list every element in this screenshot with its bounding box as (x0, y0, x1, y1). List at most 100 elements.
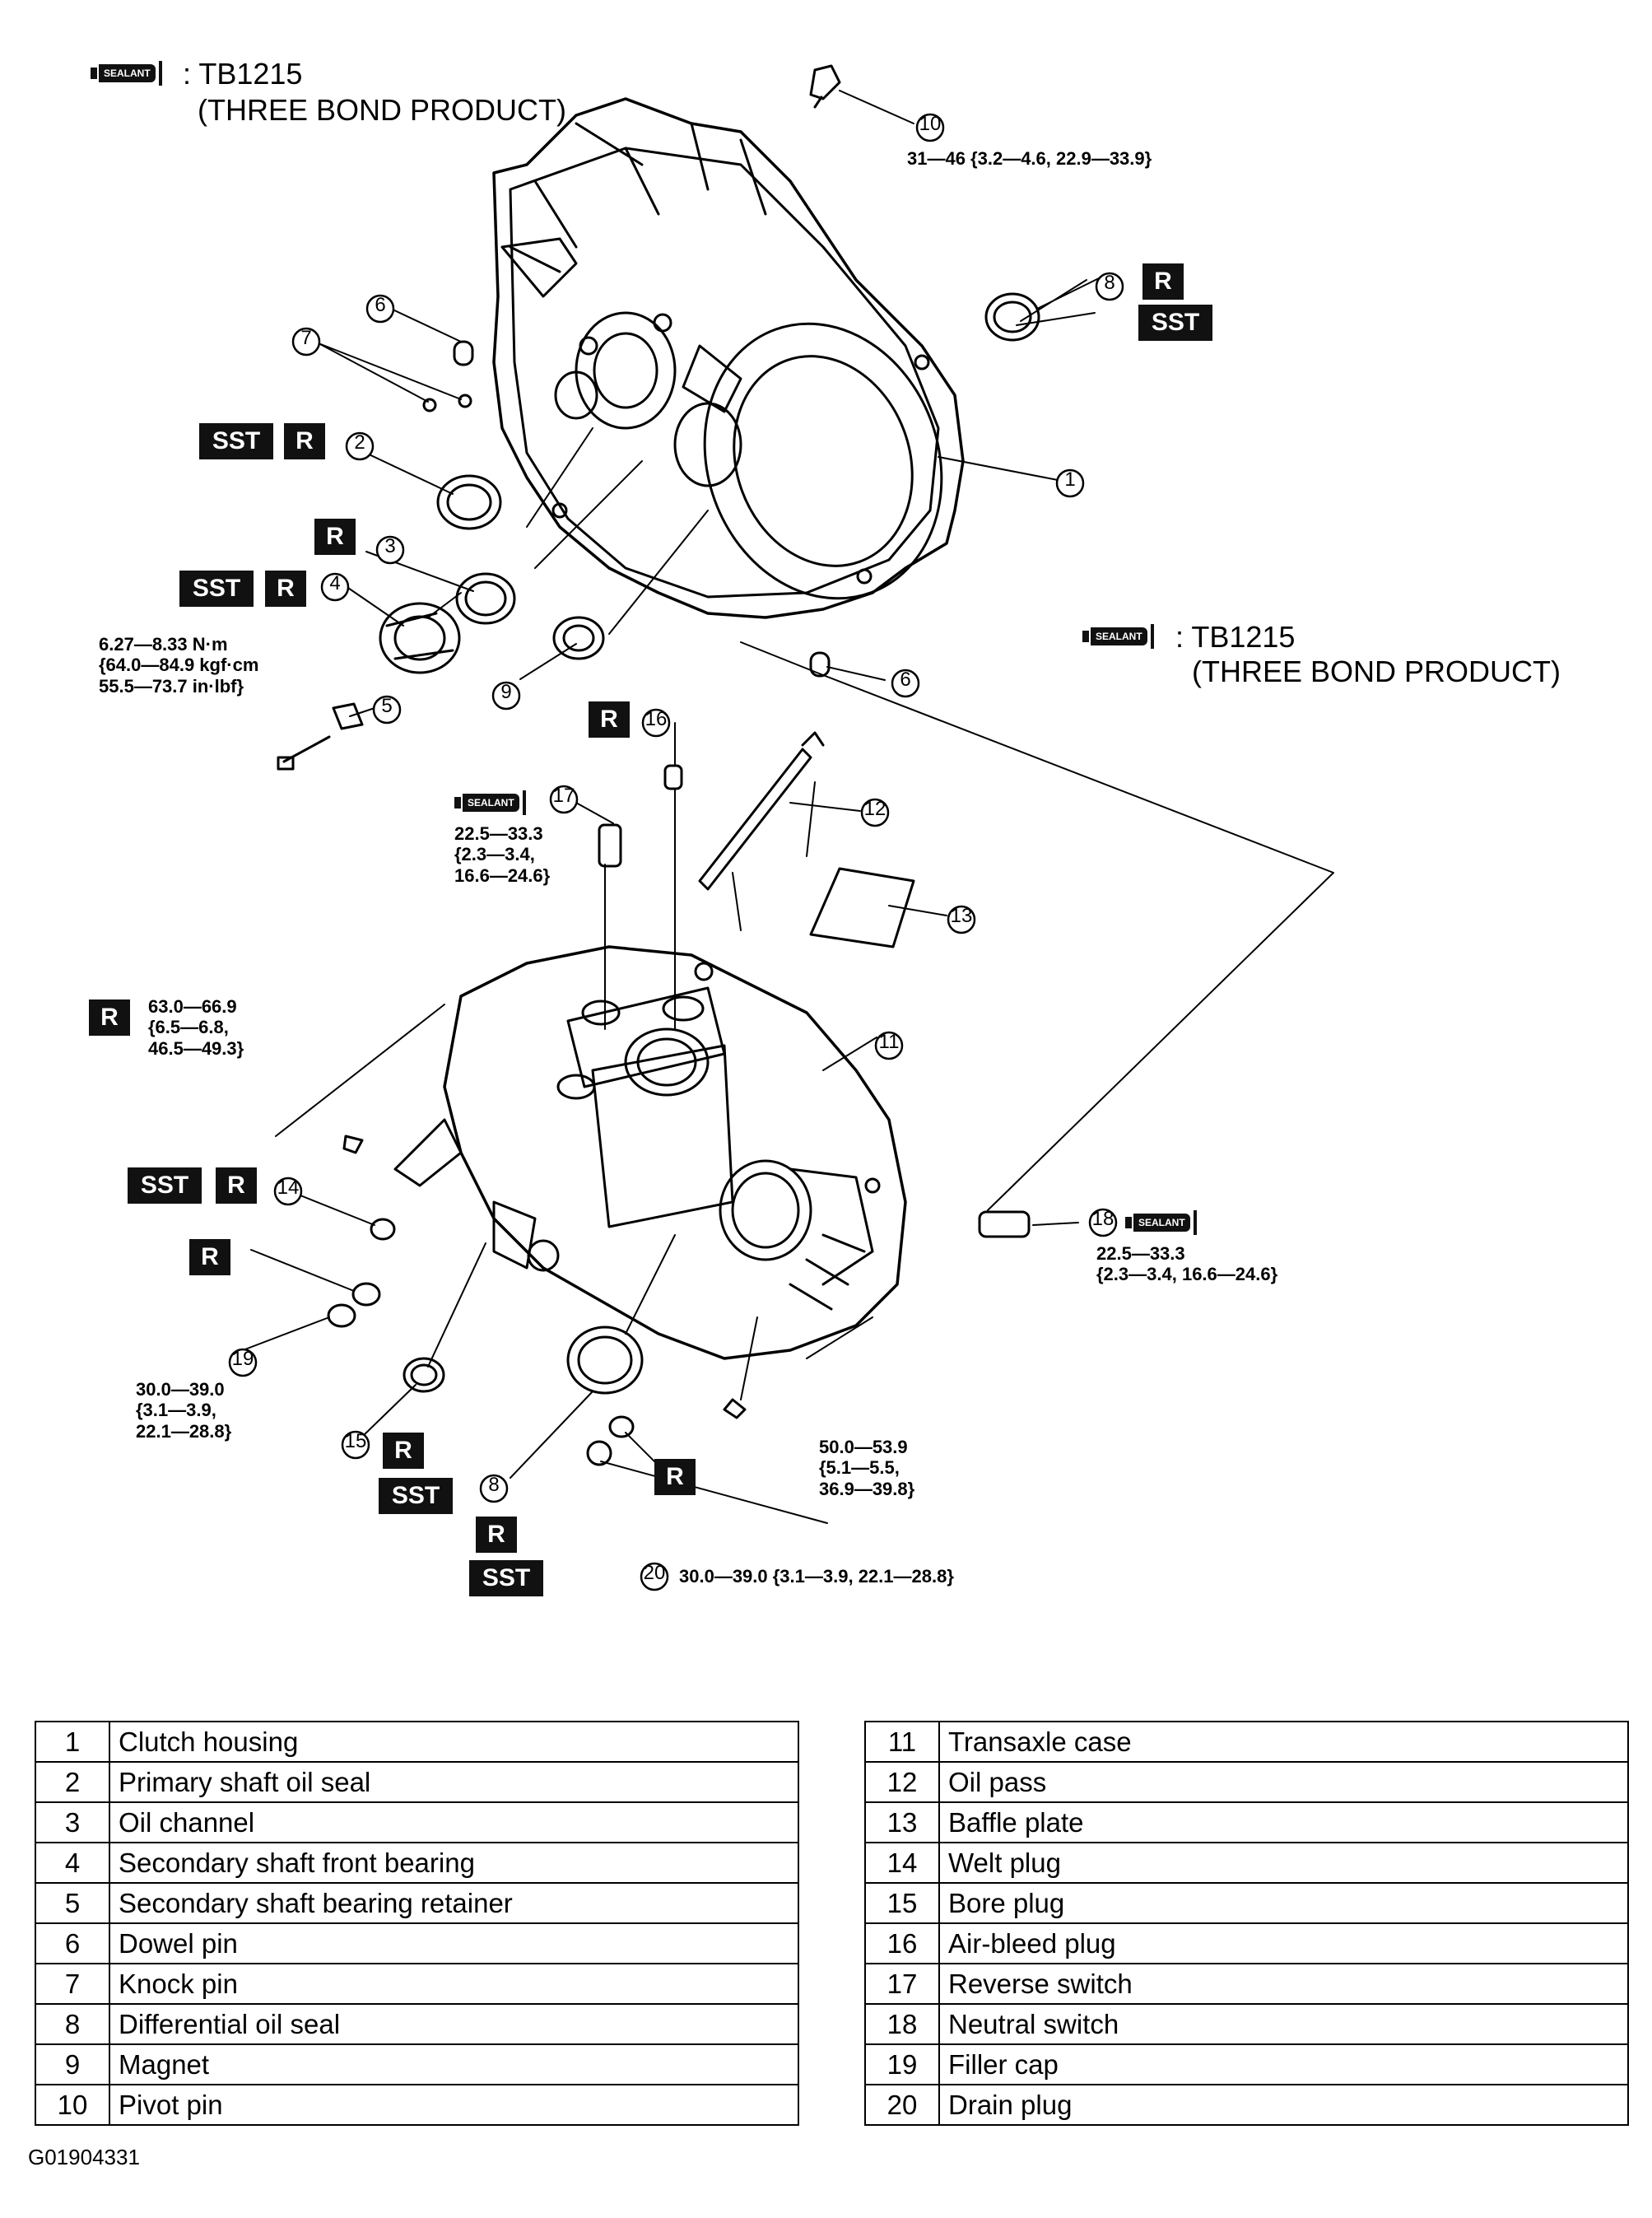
legend-part-name: Secondary shaft front bearing (109, 1842, 799, 1884)
torque-line: {2.3—3.4, (454, 844, 535, 865)
sealant-icon: SEALANT (454, 790, 526, 815)
legend-part-number: 13 (864, 1801, 940, 1843)
legend-part-number: 9 (35, 2043, 110, 2085)
leader-lines (242, 90, 1334, 1524)
legend-part-name: Knock pin (109, 1963, 799, 2005)
torque-line: {6.5—6.8, (148, 1017, 229, 1038)
legend-part-name: Transaxle case (938, 1721, 1629, 1763)
legend-part-name: Baffle plate (938, 1801, 1629, 1843)
callout-9: 9 (500, 681, 512, 703)
callout-6-upper: 6 (375, 294, 386, 316)
clutch-housing-drawing (492, 97, 965, 619)
legend-part-number: 3 (35, 1801, 110, 1843)
tag-r: R (476, 1517, 517, 1553)
torque-spec-20: 30.0—39.0 {3.1—3.9, 22.1—28.8} (679, 1566, 954, 1587)
torque-line: 50.0—53.9 (819, 1437, 908, 1457)
legend-part-number: 14 (864, 1842, 940, 1884)
legend-part-number: 18 (864, 2003, 940, 2045)
legend-part-number: 1 (35, 1721, 110, 1763)
legend-part-number: 20 (864, 2084, 940, 2126)
tag-sst: SST (469, 1560, 543, 1596)
legend-part-number: 2 (35, 1761, 110, 1803)
legend-part-number: 19 (864, 2043, 940, 2085)
tag-r: R (189, 1239, 230, 1275)
tag-r: R (383, 1433, 424, 1469)
legend-part-number: 17 (864, 1963, 940, 2005)
torque-line: 36.9—39.8} (819, 1478, 915, 1499)
callout-18: 18 (1091, 1208, 1115, 1230)
tag-r: R (216, 1167, 257, 1204)
torque-spec-bolt-r: 63.0—66.9 {6.5—6.8, 46.5—49.3} (148, 996, 244, 1059)
figure-code: G01904331 (28, 2145, 140, 2169)
callout-4: 4 (329, 572, 341, 594)
callout-20: 20 (643, 1562, 666, 1584)
legend-part-number: 5 (35, 1882, 110, 1924)
torque-line: 55.5—73.7 in·lbf} (99, 675, 244, 697)
legend-part-name: Dowel pin (109, 1922, 799, 1964)
tag-sst: SST (1138, 305, 1212, 341)
callout-5: 5 (381, 695, 393, 717)
torque-line: 16.6—24.6} (454, 864, 551, 886)
legend-part-number: 16 (864, 1922, 940, 1964)
callout-13: 13 (950, 905, 973, 927)
callout-1: 1 (1064, 468, 1076, 491)
torque-line: 22.5—33.3 (1096, 1243, 1185, 1264)
legend-part-name: Drain plug (938, 2084, 1629, 2126)
legend-part-number: 15 (864, 1882, 940, 1924)
legend-part-name: Oil channel (109, 1801, 799, 1843)
sealant-icon: SEALANT (1082, 624, 1154, 649)
torque-spec-19: 30.0—39.0 {3.1—3.9, 22.1—28.8} (136, 1379, 231, 1442)
legend-part-name: Welt plug (938, 1842, 1629, 1884)
legend-part-name: Air-bleed plug (938, 1922, 1629, 1964)
small-parts (277, 64, 1040, 1466)
torque-spec-18: 22.5—33.3 {2.3—3.4, 16.6—24.6} (1096, 1243, 1277, 1285)
torque-line: 22.5—33.3 (454, 823, 543, 844)
tag-r: R (284, 423, 325, 459)
torque-line: {3.1—3.9, (136, 1400, 216, 1421)
tag-sst: SST (379, 1478, 453, 1514)
tag-r: R (265, 571, 306, 607)
callout-12: 12 (863, 798, 886, 820)
tag-sst: SST (179, 571, 254, 607)
legend-part-number: 12 (864, 1761, 940, 1803)
legend-part-name: Primary shaft oil seal (109, 1761, 799, 1803)
callout-19: 19 (231, 1348, 254, 1370)
torque-line: 63.0—66.9 (148, 996, 237, 1017)
tag-r: R (1142, 263, 1184, 300)
callout-3: 3 (384, 535, 396, 557)
tag-r: R (589, 701, 630, 738)
torque-line: 46.5—49.3} (148, 1037, 244, 1059)
legend-part-name: Oil pass (938, 1761, 1629, 1803)
legend-part-name: Magnet (109, 2043, 799, 2085)
legend-part-name: Secondary shaft bearing retainer (109, 1882, 799, 1924)
torque-line: 6.27—8.33 N·m (99, 634, 228, 655)
legend-part-number: 7 (35, 1963, 110, 2005)
exploded-transaxle-diagram (228, 64, 1334, 1591)
tag-sst: SST (199, 423, 273, 459)
sealant-icon: SEALANT (91, 61, 162, 86)
legend-part-name: Filler cap (938, 2043, 1629, 2085)
callout-8-lower: 8 (488, 1474, 500, 1496)
callout-16: 16 (645, 708, 668, 730)
torque-line: {2.3—3.4, 16.6—24.6} (1096, 1264, 1278, 1285)
tag-r: R (654, 1459, 696, 1495)
callout-11: 11 (878, 1031, 900, 1053)
torque-line: 30.0—39.0 (136, 1379, 225, 1400)
callout-8-upper: 8 (1104, 272, 1115, 294)
sealant-note-top-line2: (THREE BOND PRODUCT) (198, 93, 566, 127)
legend-part-number: 11 (864, 1721, 940, 1763)
legend-part-name: Clutch housing (109, 1721, 799, 1763)
